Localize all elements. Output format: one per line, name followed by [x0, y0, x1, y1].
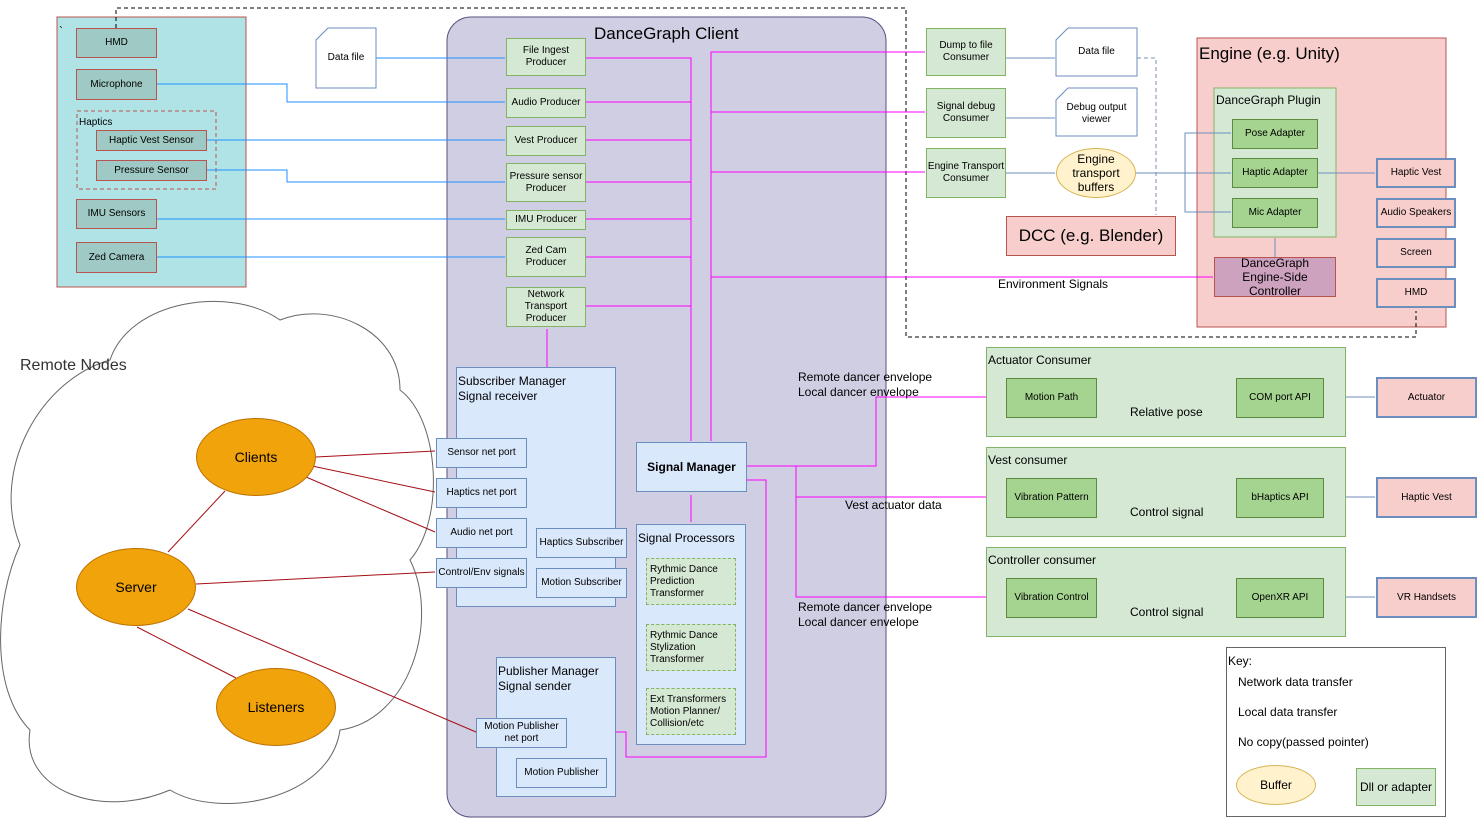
signal-debug-consumer: Signal debug Consumer: [926, 88, 1006, 138]
actuator-output: Actuator: [1376, 377, 1477, 418]
pose-adapter: Pose Adapter: [1232, 119, 1318, 149]
vest-producer: Vest Producer: [506, 126, 586, 156]
file-ingest-producer: File Ingest Producer: [506, 38, 586, 76]
pressure-sensor: Pressure Sensor: [96, 160, 207, 181]
engine-haptic-vest: Haptic Vest: [1376, 158, 1456, 188]
net-server-listeners: [136, 626, 237, 679]
client-title: DanceGraph Client: [594, 24, 739, 43]
signal-manager: Signal Manager: [636, 442, 747, 492]
legend-local: Local data transfer: [1238, 705, 1338, 719]
dump-to-file-consumer: Dump to file Consumer: [926, 28, 1006, 76]
wire-sm-vest: [795, 466, 1005, 498]
legend-dll: Dll or adapter: [1356, 768, 1436, 806]
net-server-control: [195, 571, 436, 585]
engine-side-controller: DanceGraph Engine-Side Controller: [1214, 256, 1336, 298]
audio-net-port: Audio net port: [436, 518, 527, 548]
data-file-right: Data file: [1078, 46, 1115, 57]
actuator-consumer-title: Actuator Consumer: [988, 353, 1092, 367]
motion-publisher-port: Motion Publisher net port: [476, 718, 567, 748]
relative-pose-label: Relative pose: [1130, 405, 1203, 419]
openxr-api: OpenXR API: [1236, 578, 1324, 618]
microphone-sensor: Microphone: [76, 69, 157, 100]
net-clients-haptics: [311, 465, 436, 493]
haptics-subscriber: Haptics Subscriber: [536, 528, 627, 558]
engine-audio-speakers: Audio Speakers: [1376, 198, 1456, 228]
listeners-node: Listeners: [216, 668, 336, 746]
data-file-left: Data file: [327, 52, 365, 63]
motion-path: Motion Path: [1006, 378, 1097, 418]
motion-publisher: Motion Publisher: [516, 758, 607, 788]
legend-network: Network data transfer: [1238, 675, 1353, 689]
vest-actuator-data-label: Vest actuator data: [845, 498, 942, 512]
envelope-bottom-label: Remote dancer envelope Local dancer enve…: [798, 600, 933, 629]
zed-camera: Zed Camera: [76, 242, 157, 273]
vest-control-signal-label: Control signal: [1130, 505, 1204, 519]
haptic-vest-sensor: Haptic Vest Sensor: [96, 130, 207, 151]
engine-hmd: HMD: [1376, 278, 1456, 308]
publisher-manager-title: Publisher Manager Signal sender: [498, 664, 599, 693]
vibration-pattern: Vibration Pattern: [1006, 478, 1097, 518]
remote-cloud: [0, 300, 434, 804]
wire-mic-audio: [157, 83, 505, 103]
bhaptics-api: bHaptics API: [1236, 478, 1324, 518]
ext-transformers: Ext Transformers Motion Planner/ Collisi…: [646, 688, 736, 735]
controller-control-signal-label: Control signal: [1130, 605, 1204, 619]
sensor-region-tick: `: [59, 24, 63, 38]
clients-node: Clients: [196, 418, 316, 496]
haptic-adapter: Haptic Adapter: [1232, 158, 1318, 188]
haptics-net-port: Haptics net port: [436, 478, 527, 508]
engine-screen: Screen: [1376, 238, 1456, 268]
vibration-control: Vibration Control: [1006, 578, 1097, 618]
net-clients-sensor: [315, 450, 436, 458]
vest-consumer-title: Vest consumer: [988, 453, 1068, 467]
mic-adapter: Mic Adapter: [1232, 198, 1318, 228]
engine-transport-buffers: Engine transport buffers: [1056, 148, 1136, 198]
control-env-port: Control/Env signals: [436, 558, 527, 588]
hmd-sensor: HMD: [76, 28, 157, 58]
signal-processors-title: Signal Processors: [638, 531, 735, 545]
engine-transport-consumer: Engine Transport Consumer: [926, 148, 1006, 198]
imu-producer: IMU Producer: [506, 210, 586, 230]
server-node: Server: [76, 548, 196, 626]
imu-sensors: IMU Sensors: [76, 199, 157, 229]
haptic-vest-output: Haptic Vest: [1376, 477, 1477, 518]
environment-signals-label: Environment Signals: [998, 277, 1109, 291]
net-clients-audio: [305, 476, 436, 533]
net-server-clients: [167, 490, 226, 553]
controller-consumer-title: Controller consumer: [988, 553, 1097, 567]
vr-handsets-output: VR Handsets: [1376, 577, 1477, 618]
legend-nocopy: No copy(passed pointer): [1238, 735, 1369, 749]
zed-producer: Zed Cam Producer: [506, 237, 586, 277]
wire-pressure: [207, 169, 505, 183]
motion-subscriber: Motion Subscriber: [536, 568, 627, 598]
legend-buffer: Buffer: [1236, 765, 1316, 805]
haptics-group-label: Haptics: [79, 117, 113, 128]
dcc-blender: DCC (e.g. Blender): [1006, 216, 1176, 256]
engine-title: Engine (e.g. Unity): [1199, 44, 1340, 63]
envelope-top-label: Remote dancer envelope Local dancer enve…: [798, 370, 933, 399]
com-port-api: COM port API: [1236, 378, 1324, 418]
wire-sm-actuator: [747, 396, 1005, 467]
wire-datafile-dcc: [1137, 57, 1157, 215]
sensor-net-port: Sensor net port: [436, 438, 527, 468]
subscriber-manager-title: Subscriber Manager Signal receiver: [458, 374, 567, 403]
network-transport-producer: Network Transport Producer: [506, 287, 586, 327]
plugin-title: DanceGraph Plugin: [1216, 93, 1321, 107]
debug-output-viewer: Debug output viewer: [1066, 102, 1127, 125]
audio-producer: Audio Producer: [506, 88, 586, 118]
remote-title: Remote Nodes: [20, 357, 127, 374]
pressure-producer: Pressure sensor Producer: [506, 163, 586, 202]
rhythmic-stylization-transformer: Rythmic Dance Stylization Transformer: [646, 624, 736, 671]
legend-title: Key:: [1228, 654, 1253, 668]
rhythmic-prediction-transformer: Rythmic Dance Prediction Transformer: [646, 558, 736, 605]
